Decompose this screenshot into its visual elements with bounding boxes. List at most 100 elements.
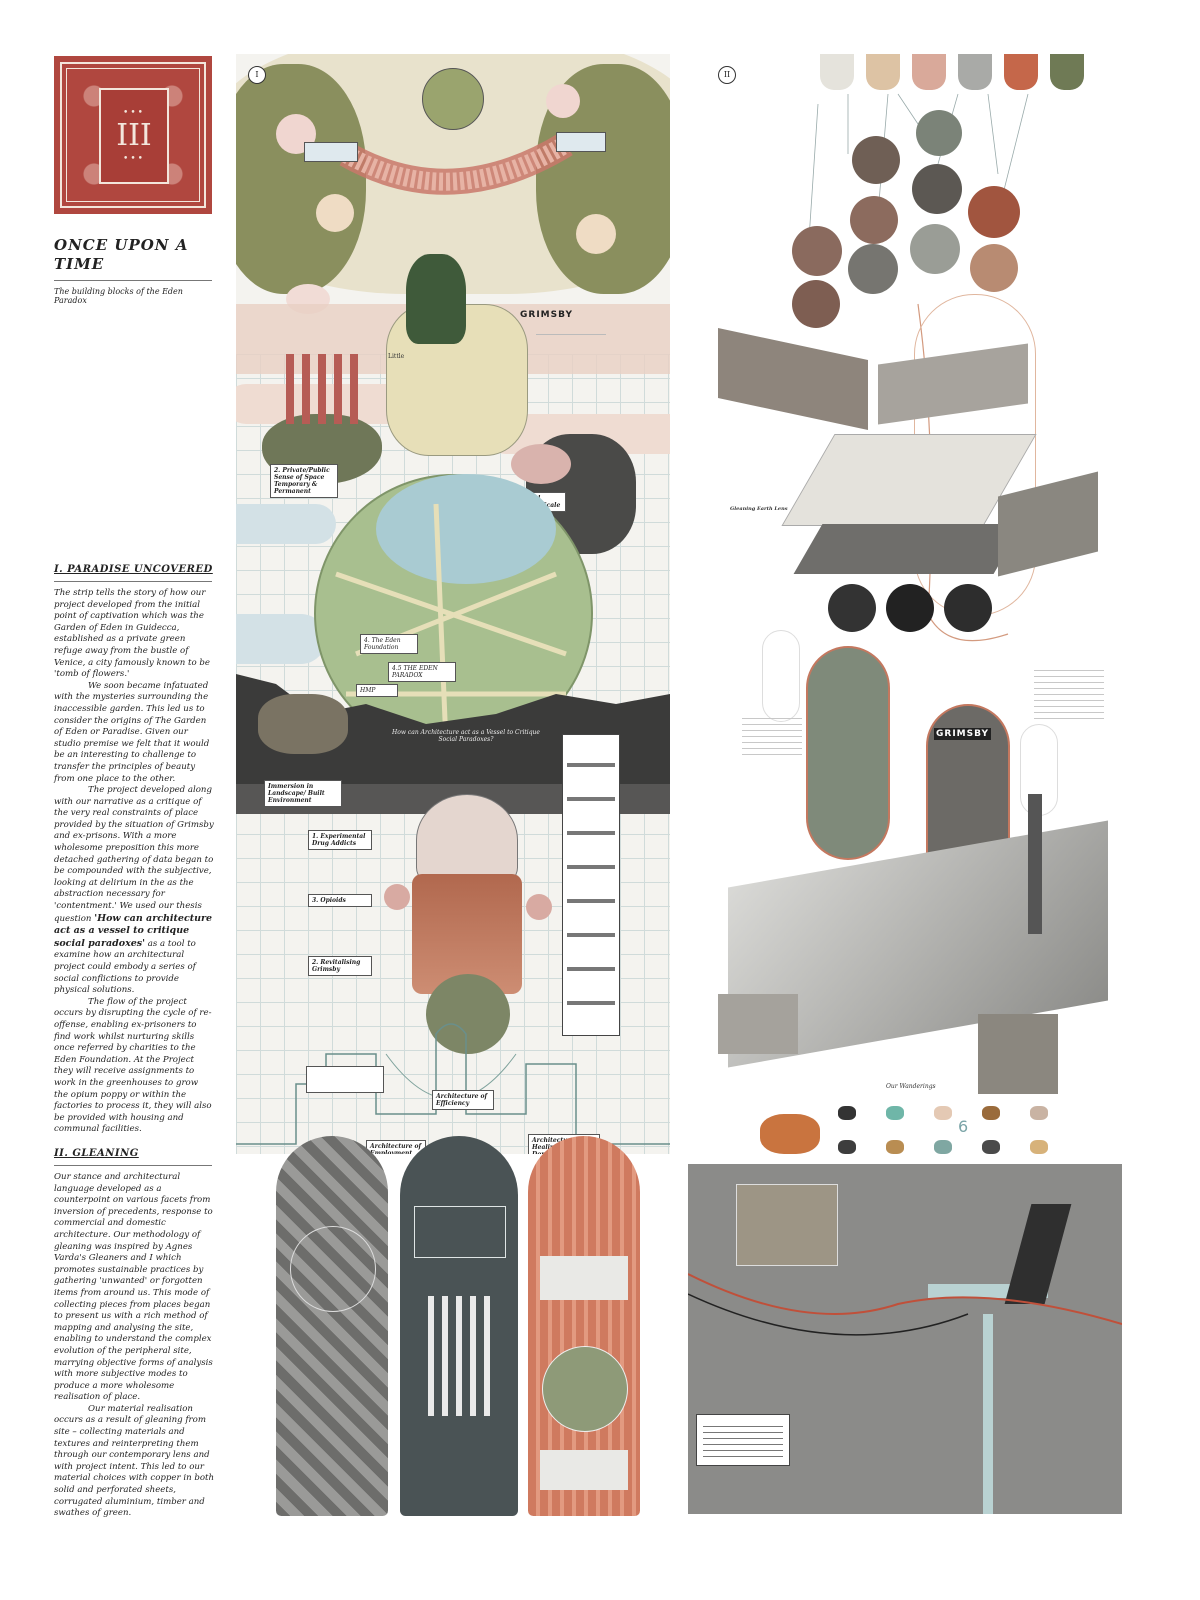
eden-figures-vignette bbox=[422, 68, 484, 130]
texture-circle-moss bbox=[916, 110, 962, 156]
map-legend bbox=[696, 1414, 790, 1466]
section-gleaning: II. GLEANING Our stance and architectura… bbox=[54, 1148, 214, 1520]
section-paradise-uncovered: I. PARADISE UNCOVERED The strip tells th… bbox=[54, 564, 214, 1136]
page-subtitle: The building blocks of the Eden Paradox bbox=[54, 287, 183, 305]
grimsby-map-label: GRIMSBY bbox=[520, 310, 573, 320]
label-experimental: 1. Experimental Drug Addicts bbox=[308, 830, 372, 850]
community-figures-vignette bbox=[542, 1346, 628, 1432]
paragraph-text-part: as a tool to examine how an architectura… bbox=[54, 938, 196, 996]
gleaners-figures-vignette bbox=[290, 1226, 376, 1312]
gleaned-object-icon bbox=[982, 1140, 1000, 1154]
section-divider bbox=[54, 1165, 212, 1166]
site-notes-text bbox=[1034, 670, 1104, 720]
paragraph-text: We soon became infatuated with the myste… bbox=[54, 680, 210, 784]
texture-circle-copper bbox=[970, 244, 1018, 292]
texture-circle-rust bbox=[792, 226, 842, 276]
dock-tower-icon bbox=[1028, 794, 1042, 934]
label-opioids: 3. Opioids bbox=[308, 894, 372, 907]
label-gleaning-lens: Gleaning Earth Lens bbox=[730, 506, 788, 512]
poppy-flower-icon bbox=[526, 894, 552, 920]
texture-circle-steel bbox=[848, 244, 898, 294]
map-legend-right bbox=[556, 132, 606, 152]
site-parcel bbox=[736, 1184, 838, 1266]
material-swatch bbox=[866, 54, 900, 90]
label-eden-foundation: 4. The Eden Foundation bbox=[360, 634, 418, 654]
paragraph-text: The strip tells the story of how our pro… bbox=[54, 588, 210, 680]
label-revitalising: 2. Revitalising Grimsby bbox=[308, 956, 372, 976]
housing-photo bbox=[540, 1450, 628, 1490]
poppy-flower-icon bbox=[384, 884, 410, 910]
factory-elevation-drawing bbox=[414, 1206, 506, 1258]
section-heading: I. PARADISE UNCOVERED bbox=[54, 564, 213, 575]
architecture-skyline-outline bbox=[236, 1023, 670, 1145]
ground-detail-circle bbox=[828, 584, 876, 632]
arch-healing-domesticity bbox=[528, 1136, 640, 1516]
legend-entries bbox=[567, 741, 615, 1021]
ruined-columns-icon bbox=[286, 354, 366, 424]
chapter-emblem: ••• III ••• bbox=[54, 56, 212, 214]
gleaned-object-icon bbox=[1030, 1106, 1048, 1120]
label-our-wanderings: Our Wanderings bbox=[886, 1083, 936, 1090]
wander-route-lines bbox=[688, 1273, 1122, 1514]
gleaned-object-icon bbox=[1030, 1140, 1048, 1154]
site-photo-pill-left bbox=[806, 646, 890, 860]
panel-number-badge: II bbox=[718, 66, 736, 84]
emblem-frame-outer bbox=[60, 62, 206, 208]
chapter-numeral: III bbox=[116, 118, 152, 153]
place-label-little: Little bbox=[388, 353, 405, 360]
sky-band bbox=[236, 614, 326, 664]
flower-icon bbox=[576, 214, 616, 254]
texture-circle-timber bbox=[792, 280, 840, 328]
street-corner-photo bbox=[978, 1014, 1058, 1094]
blossom-tree-icon bbox=[511, 444, 571, 484]
gleaning-strip-panel: II Gleaning Earth Lens GRIMSBY Our Wande… bbox=[688, 54, 1122, 1514]
flower-icon bbox=[316, 194, 354, 232]
map-legend-left bbox=[304, 142, 358, 162]
material-swatch bbox=[1004, 54, 1038, 90]
tree-cluster-icon bbox=[406, 254, 466, 344]
vessel-base-garden bbox=[426, 974, 510, 1054]
material-swatch bbox=[820, 54, 854, 90]
material-swatch bbox=[1050, 54, 1084, 90]
ground-detail-circle bbox=[944, 584, 992, 632]
site-notes-text bbox=[742, 718, 802, 758]
emblem-ornament-top: ••• bbox=[123, 108, 145, 118]
body-paragraph: Our stance and architectural language de… bbox=[54, 1172, 214, 1520]
arch-employment-collage bbox=[276, 1136, 388, 1516]
flower-icon bbox=[546, 84, 580, 118]
paragraph-text-part: The project developed along with our nar… bbox=[54, 785, 214, 924]
page-title: ONCE UPON A TIME bbox=[54, 236, 189, 273]
section-divider bbox=[54, 581, 212, 582]
housing-photo bbox=[540, 1256, 628, 1300]
gleaned-object-icon bbox=[934, 1106, 952, 1120]
gleaned-object-icon bbox=[838, 1106, 856, 1120]
texture-circle-redbrick bbox=[968, 186, 1020, 238]
vessel-dome bbox=[416, 794, 518, 886]
texture-circle-gravel bbox=[912, 164, 962, 214]
employment-text-block bbox=[306, 1066, 384, 1093]
terraced-houses-photo bbox=[718, 994, 798, 1054]
arch-efficiency-plan bbox=[400, 1136, 518, 1516]
gleaned-object-icon bbox=[982, 1106, 1000, 1120]
texture-circle-brick bbox=[852, 136, 900, 184]
grimsby-sign: GRIMSBY bbox=[934, 728, 991, 740]
found-number-six: 6 bbox=[958, 1117, 969, 1136]
emblem-ornament-bottom: ••• bbox=[123, 154, 145, 164]
small-pill-outline bbox=[762, 630, 800, 722]
gleaned-object-icon bbox=[886, 1106, 904, 1120]
emblem-frame-inner bbox=[66, 68, 200, 202]
emblem-plate: ••• III ••• bbox=[99, 88, 169, 184]
texture-circle-facade bbox=[850, 196, 898, 244]
panel-number-badge: I bbox=[248, 66, 266, 84]
label-efficiency: Architecture of Efficiency bbox=[432, 1090, 494, 1110]
label-hmp: HMP bbox=[356, 684, 398, 697]
aerial-site-map bbox=[688, 1164, 1122, 1514]
map-annotation-text bbox=[536, 334, 608, 338]
label-eden-paradox: 4.5 THE EDEN PARADOX bbox=[388, 662, 456, 682]
gleaned-object-icon bbox=[838, 1140, 856, 1154]
process-legend-box bbox=[562, 734, 620, 1036]
industrial-island-icon bbox=[258, 694, 348, 754]
dinosaur-toy-icon bbox=[760, 1114, 820, 1154]
thesis-question: 'How can architecture act as a vessel to… bbox=[54, 912, 213, 949]
material-swatch bbox=[958, 54, 992, 90]
